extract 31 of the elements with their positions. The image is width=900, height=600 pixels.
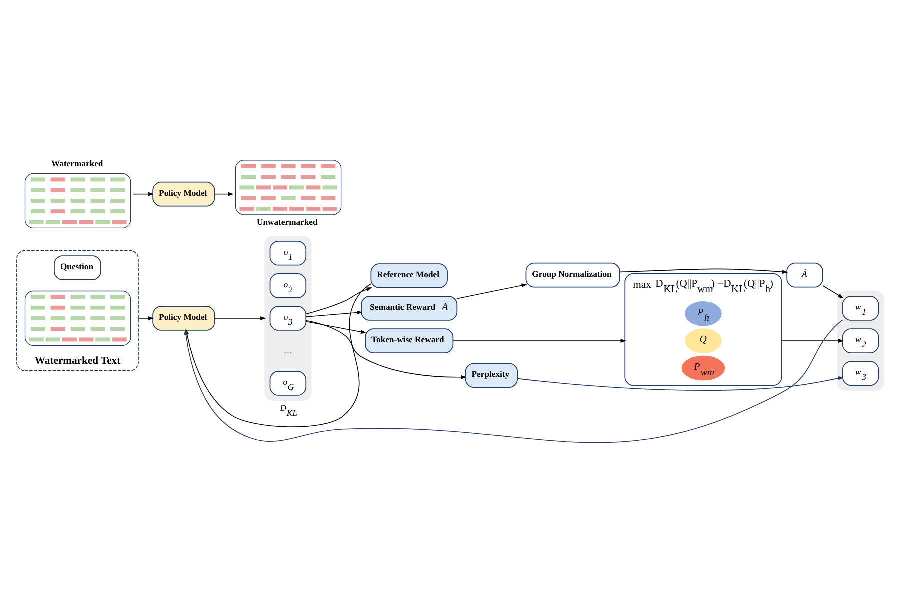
node-box: Perplexity: [464, 362, 518, 388]
node-box: Question: [54, 255, 101, 280]
node-ellipse: Q: [684, 328, 722, 353]
cluster: [264, 235, 312, 401]
arrow: [305, 320, 466, 379]
arrow: [780, 338, 844, 342]
arrow: [305, 320, 366, 334]
node-box: Group Normalization: [525, 262, 620, 288]
node-box: Reference Model: [370, 263, 448, 288]
node-box: [24, 172, 131, 228]
arrow: [214, 192, 234, 196]
node-box: Semantic Reward A: [360, 296, 458, 320]
node-box: [24, 290, 131, 346]
node-box: Â: [786, 262, 823, 288]
arrow: [456, 283, 527, 299]
arrow: [452, 338, 626, 342]
arrow: [822, 285, 844, 298]
node-label: Unwatermarked: [256, 216, 318, 227]
node-box: Policy Model: [152, 181, 215, 206]
node-box: Token-wise Reward: [364, 328, 454, 353]
arrow: [305, 287, 372, 314]
arrow: [138, 316, 154, 320]
node-box: [234, 160, 342, 215]
arrow: [214, 316, 266, 320]
arrow: [516, 376, 844, 391]
arrow: [132, 192, 154, 196]
label: …: [283, 344, 292, 355]
arrow: [305, 310, 362, 317]
arrow: [619, 268, 788, 274]
node-box: Policy Model: [152, 306, 215, 330]
node-label: Watermarked: [50, 158, 103, 168]
